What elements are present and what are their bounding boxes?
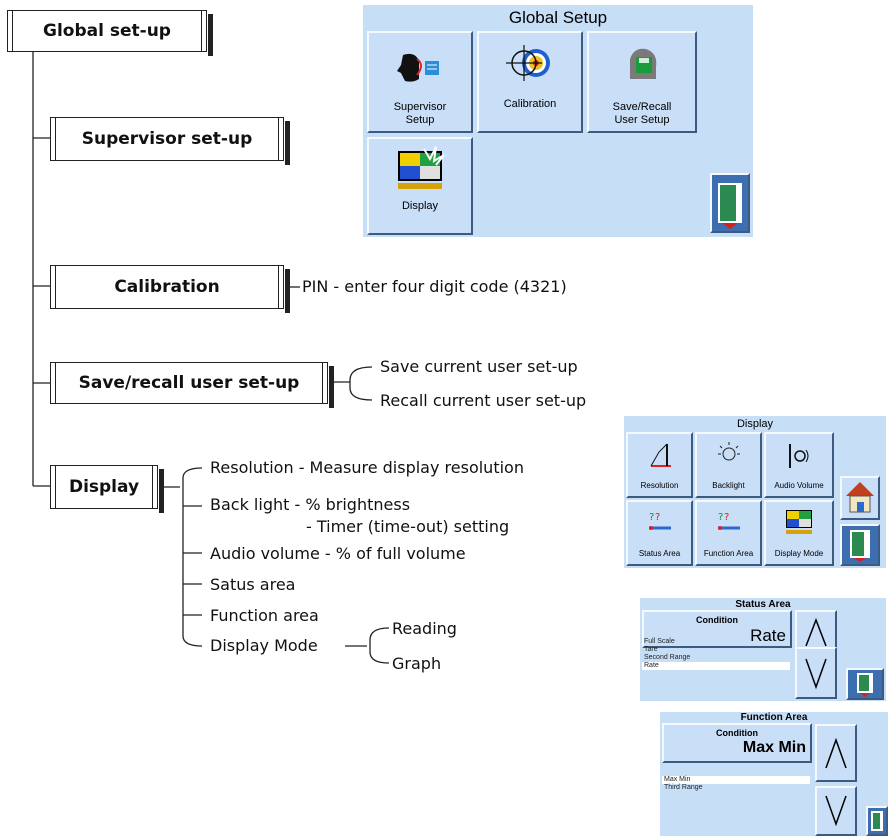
status-condition-label: Condition xyxy=(696,615,738,625)
display-exit-button[interactable] xyxy=(840,524,880,566)
save-recall-disk-icon xyxy=(630,48,657,79)
chevron-up-icon xyxy=(805,617,827,647)
node-save-recall-label: Save/recall user set-up xyxy=(78,373,300,393)
backlight-button[interactable]: Backlight xyxy=(695,432,762,498)
status-area-label: Status Area xyxy=(638,549,681,558)
status-area-screen: Status Area Condition Rate Full Scale Ta… xyxy=(640,598,886,701)
display-mode-button[interactable]: Display Mode xyxy=(764,500,834,566)
chevron-down-icon xyxy=(805,658,827,690)
node-global-setup: Global set-up xyxy=(7,10,213,56)
audio-volume-button[interactable]: Audio Volume xyxy=(764,432,834,498)
function-condition-value: Max Min xyxy=(742,739,806,756)
supervisor-setup-label: Supervisor Setup xyxy=(393,101,447,126)
status-area-title: Status Area xyxy=(735,599,791,610)
function-option[interactable]: Third Range xyxy=(664,784,703,791)
function-area-label: Function Area xyxy=(703,549,754,558)
function-area-icon: ? ? xyxy=(717,512,740,530)
chevron-down-icon xyxy=(825,795,847,827)
display-button[interactable]: Display xyxy=(367,137,473,235)
exit-door-icon xyxy=(718,183,742,229)
display-screen-title: Display xyxy=(736,418,774,430)
display-item-backlight: Back light - % brightness xyxy=(210,495,411,514)
display-screen: Display Resolution Backlight Audio Volum… xyxy=(624,416,886,568)
calibration-button[interactable]: Calibration xyxy=(477,31,583,133)
status-area-icon: ? ? xyxy=(648,512,671,530)
function-condition-label: Condition xyxy=(716,728,758,738)
home-icon xyxy=(846,482,874,513)
home-button[interactable] xyxy=(840,476,880,520)
display-item-status-area: Satus area xyxy=(210,575,296,594)
function-option-selected[interactable]: Max Min xyxy=(662,776,810,784)
resolution-icon xyxy=(650,443,671,467)
status-option[interactable]: Second Range xyxy=(644,654,691,661)
backlight-label: Backlight xyxy=(712,481,745,490)
exit-door-icon xyxy=(871,811,883,831)
node-display-label: Display xyxy=(68,477,140,497)
display-item-audio-volume: Audio volume - % of full volume xyxy=(210,544,466,563)
function-exit-button[interactable] xyxy=(866,806,888,836)
display-screen-icon xyxy=(398,146,445,189)
display-item-function-area: Function area xyxy=(210,606,319,625)
save-item: Save current user set-up xyxy=(380,357,578,376)
display-mode-label: Display Mode xyxy=(774,549,824,558)
speaker-icon xyxy=(789,444,809,468)
svg-text:?: ? xyxy=(724,512,729,523)
global-setup-title: Global Setup xyxy=(508,8,608,27)
status-condition-value: Rate xyxy=(750,626,786,645)
function-area-title: Function Area xyxy=(740,712,808,723)
save-recall-button[interactable]: Save/Recall User Setup xyxy=(587,31,697,133)
calibration-pin-note: PIN - enter four digit code (4321) xyxy=(302,277,567,296)
display-mode-icon xyxy=(786,510,812,534)
recall-item: Recall current user set-up xyxy=(380,391,587,410)
function-up-button[interactable] xyxy=(815,724,857,782)
function-area-button[interactable]: ? ? Function Area xyxy=(695,500,762,566)
status-condition-button[interactable]: Condition Rate xyxy=(642,610,792,648)
function-condition-button[interactable]: Condition Max Min xyxy=(662,723,812,763)
status-area-button[interactable]: ? ? Status Area xyxy=(626,500,693,566)
node-global-setup-label: Global set-up xyxy=(43,21,171,41)
display-mode-graph: Graph xyxy=(392,654,442,673)
svg-text:?: ? xyxy=(655,512,660,523)
node-calibration: Calibration xyxy=(50,265,290,313)
svg-text:?: ? xyxy=(718,512,723,523)
display-item-resolution: Resolution - Measure display resolution xyxy=(210,458,524,477)
node-save-recall: Save/recall user set-up xyxy=(50,362,334,408)
status-option[interactable]: Tare xyxy=(644,646,658,653)
calibration-target-icon xyxy=(506,45,550,81)
calibration-label: Calibration xyxy=(503,98,557,110)
display-mode-reading: Reading xyxy=(392,619,457,638)
function-down-button[interactable] xyxy=(815,786,857,836)
node-supervisor-setup: Supervisor set-up xyxy=(50,117,290,165)
resolution-label: Resolution xyxy=(640,481,679,490)
node-supervisor-setup-label: Supervisor set-up xyxy=(81,129,253,149)
status-option[interactable]: Full Scale xyxy=(644,638,675,645)
chevron-up-icon xyxy=(825,737,847,769)
supervisor-head-icon xyxy=(397,53,439,82)
exit-door-icon xyxy=(857,673,873,697)
function-area-screen: Function Area Condition Max Min Max Min … xyxy=(660,712,888,836)
function-options-list: Max Min Third Range xyxy=(662,776,810,792)
audio-volume-label: Audio Volume xyxy=(774,481,824,490)
save-recall-label: Save/Recall User Setup xyxy=(612,101,672,126)
resolution-button[interactable]: Resolution xyxy=(626,432,693,498)
exit-door-icon xyxy=(850,530,870,562)
node-display: Display xyxy=(50,465,164,513)
global-exit-button[interactable] xyxy=(710,173,750,233)
status-options-list: Full Scale Tare Second Range Rate xyxy=(642,638,790,670)
node-calibration-label: Calibration xyxy=(114,277,220,297)
backlight-bulb-icon xyxy=(717,442,740,461)
display-item-backlight-timer: - Timer (time-out) setting xyxy=(306,517,510,536)
display-item-display-mode: Display Mode xyxy=(210,636,318,655)
global-setup-screen: Global Setup Supervisor Setup Calibratio… xyxy=(363,5,753,237)
supervisor-setup-button[interactable]: Supervisor Setup xyxy=(367,31,473,133)
svg-text:?: ? xyxy=(649,512,654,523)
status-down-button[interactable] xyxy=(795,647,837,699)
display-label: Display xyxy=(401,200,439,212)
status-option-selected[interactable]: Rate xyxy=(642,662,790,670)
status-exit-button[interactable] xyxy=(846,668,884,700)
